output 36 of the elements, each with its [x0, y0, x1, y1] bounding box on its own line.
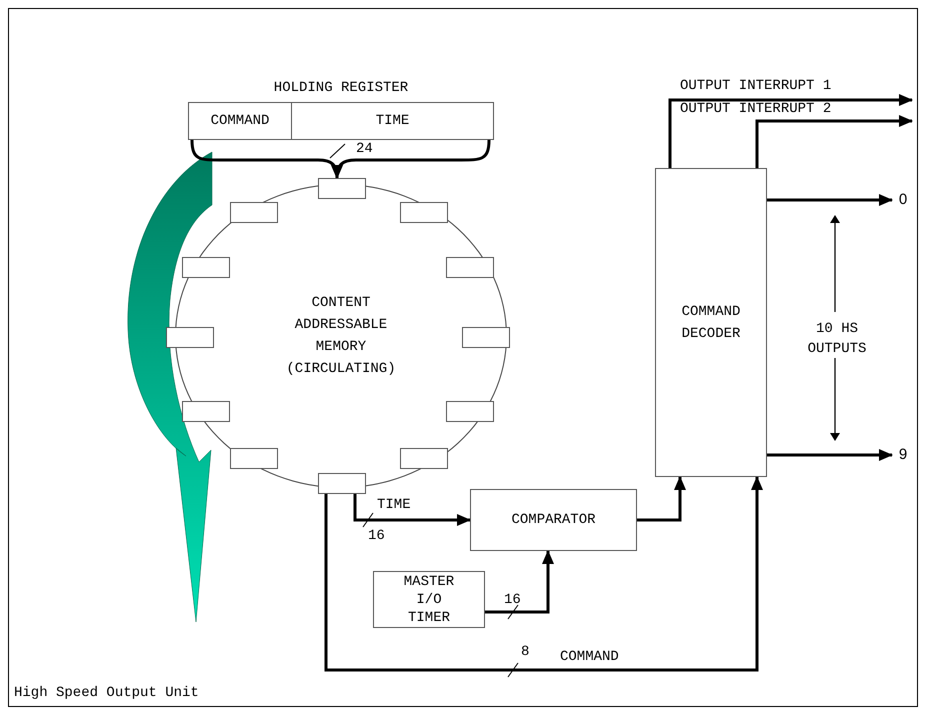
- memory-slot: [318, 178, 366, 199]
- block-label: CONTENT ADDRESSABLE MEMORY (CIRCULATING): [285, 294, 397, 379]
- register-field: [188, 102, 292, 140]
- block-label: TIME: [376, 113, 410, 129]
- bus-width-label: 24: [356, 141, 373, 157]
- arrow: [637, 476, 686, 522]
- bus-width-label: 8: [521, 644, 530, 660]
- arrow: [756, 115, 913, 168]
- block-label: MASTER I/O TIMER: [402, 572, 456, 626]
- register-title: HOLDING REGISTER: [274, 80, 408, 96]
- arrow: [767, 194, 893, 206]
- timer-block: [373, 571, 485, 628]
- edge-label: OUTPUT INTERRUPT 1: [680, 78, 832, 94]
- outputs-label: 10 HS OUTPUTS: [806, 320, 868, 359]
- arrow: [668, 94, 913, 168]
- output-number: 0: [898, 190, 908, 210]
- decoder-block: [655, 168, 767, 477]
- edge-label: OUTPUT INTERRUPT 2: [680, 101, 832, 117]
- block-label: COMPARATOR: [511, 511, 596, 530]
- bus-width-label: 16: [504, 592, 521, 608]
- memory-slot: [318, 473, 366, 494]
- comparator-block: [470, 489, 637, 551]
- block-label: COMMAND: [210, 113, 270, 129]
- register-field: [291, 102, 494, 140]
- arrow: [324, 476, 763, 672]
- arrow: [331, 140, 490, 179]
- arrow: [767, 449, 893, 461]
- arrow: [485, 550, 554, 614]
- edge-label: TIME: [377, 497, 411, 513]
- caption: High Speed Output Unit: [14, 685, 199, 701]
- bus-width-label: 16: [368, 528, 385, 544]
- edge-label: COMMAND: [560, 649, 619, 665]
- output-number: 9: [898, 445, 908, 465]
- memory-slot: [166, 327, 214, 348]
- block-label: COMMAND DECODER: [680, 302, 742, 344]
- arrow: [354, 494, 471, 526]
